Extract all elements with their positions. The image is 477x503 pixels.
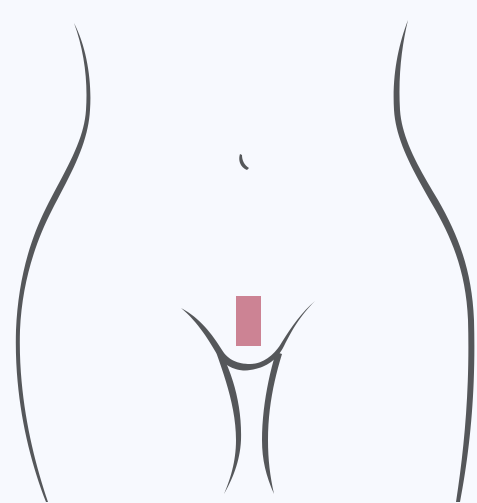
navel-mark [239, 154, 249, 170]
inner-right-thigh-line [262, 352, 282, 494]
right-torso-contour [393, 20, 475, 502]
highlight-marker [236, 296, 261, 346]
inner-left-thigh-line [216, 352, 242, 494]
left-torso-contour [15, 23, 91, 502]
groin-curve [181, 301, 315, 371]
